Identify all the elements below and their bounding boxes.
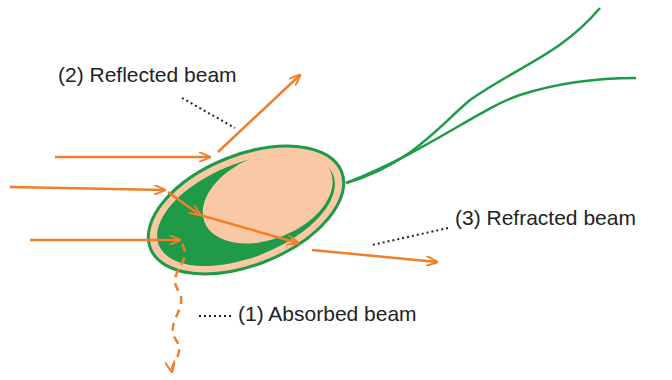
leader-line <box>197 315 231 317</box>
refracted-beam <box>200 215 298 243</box>
absorbed-beam <box>172 244 185 372</box>
light-beams <box>10 75 437 372</box>
incident-beam <box>30 239 180 242</box>
flagellum <box>346 78 636 183</box>
cell-wall <box>130 120 362 299</box>
reflected-beam <box>218 75 300 152</box>
beam-label: (1) Absorbed beam <box>238 301 417 326</box>
leader-lines <box>182 98 448 316</box>
leader-line <box>372 228 448 245</box>
flagella <box>346 8 636 183</box>
refracted-beam <box>168 192 200 215</box>
flagellum <box>346 8 600 183</box>
refracted-beam <box>312 250 437 262</box>
bacterium-cell <box>130 120 362 299</box>
inner-body <box>189 133 347 262</box>
beam-label: (2) Reflected beam <box>58 62 237 87</box>
beam-label: (3) Refracted beam <box>455 205 636 230</box>
incident-beam <box>10 187 165 190</box>
incident-beam <box>55 156 210 159</box>
cytoplasm <box>141 131 351 289</box>
leader-line <box>182 98 235 128</box>
